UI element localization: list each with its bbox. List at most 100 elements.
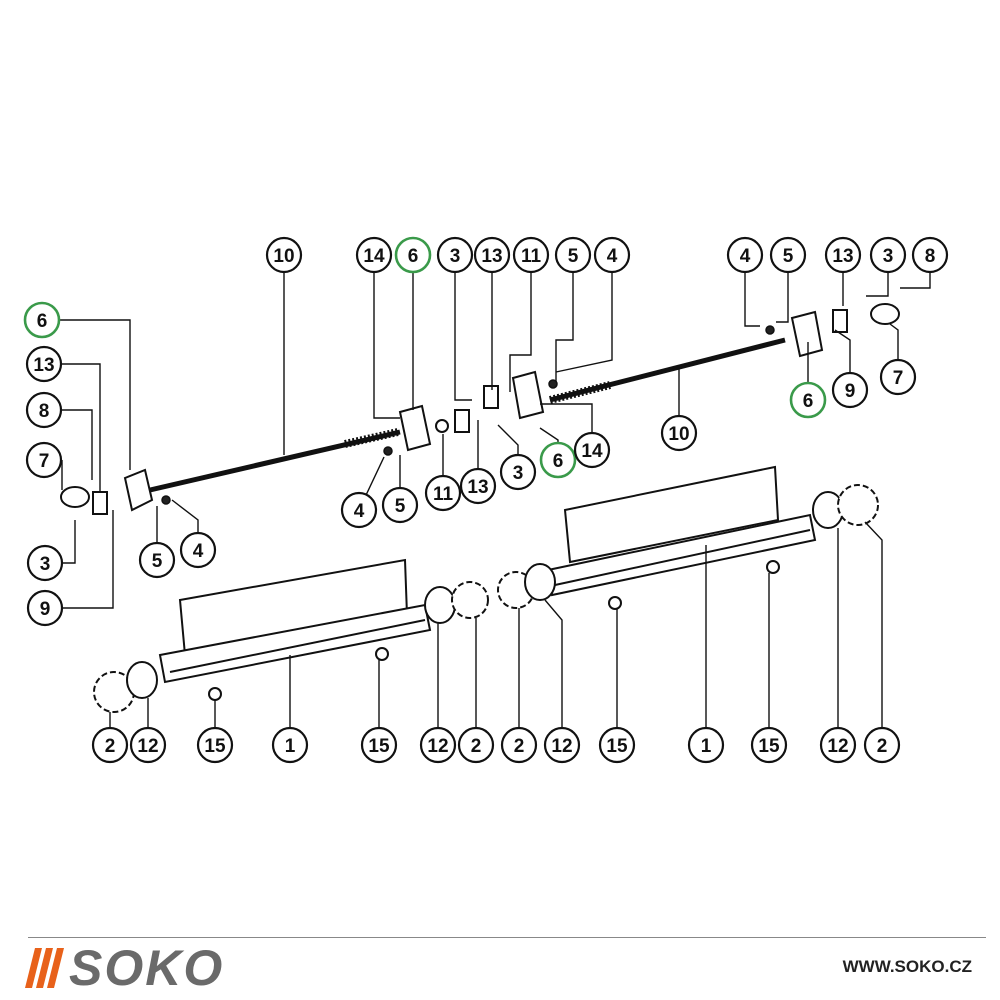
callout-7: 7 [879, 358, 917, 396]
callout-12: 12 [129, 726, 167, 764]
ring-2 [424, 586, 456, 624]
svg-text:15: 15 [204, 736, 226, 757]
svg-text:5: 5 [395, 496, 406, 517]
callout-5: 5 [769, 236, 807, 274]
svg-text:6: 6 [37, 311, 48, 332]
callout-14: 14 [355, 236, 393, 274]
svg-text:3: 3 [40, 554, 51, 575]
callout-3: 3 [26, 544, 64, 582]
fitting-1 [208, 687, 222, 701]
svg-text:11: 11 [433, 484, 454, 505]
svg-text:2: 2 [471, 736, 482, 757]
svg-text:2: 2 [105, 736, 116, 757]
plate-middle [454, 409, 470, 433]
fitting-3 [608, 596, 622, 610]
plate-middle-2 [483, 385, 499, 409]
callout-6-highlighted: 6 [539, 441, 577, 479]
svg-text:12: 12 [827, 736, 848, 757]
callout-8: 8 [25, 391, 63, 429]
nut-left [161, 495, 171, 505]
callout-12: 12 [819, 726, 857, 764]
svg-text:14: 14 [581, 441, 603, 462]
svg-text:4: 4 [193, 541, 204, 562]
callout-6-highlighted: 6 [789, 381, 827, 419]
exploded-parts-diagram: 10 14 6 3 13 11 5 4 4 5 13 3 8 6 13 8 7 … [23, 236, 949, 764]
svg-text:10: 10 [273, 246, 294, 267]
svg-text:9: 9 [40, 599, 51, 620]
ring-1 [126, 661, 158, 699]
svg-text:5: 5 [783, 246, 794, 267]
svg-text:15: 15 [368, 736, 390, 757]
svg-text:5: 5 [568, 246, 579, 267]
footer-divider [28, 937, 986, 938]
svg-text:7: 7 [893, 368, 904, 389]
svg-text:12: 12 [551, 736, 572, 757]
callout-2: 2 [863, 726, 901, 764]
svg-text:12: 12 [427, 736, 448, 757]
callout-7: 7 [25, 441, 63, 479]
callout-12: 12 [419, 726, 457, 764]
callout-4: 4 [179, 531, 217, 569]
callout-15: 15 [196, 726, 234, 764]
plate-right [832, 309, 848, 333]
cap-right [870, 303, 900, 325]
callout-11: 11 [512, 236, 550, 274]
callout-11: 11 [424, 474, 462, 512]
svg-text:8: 8 [925, 246, 936, 267]
svg-text:4: 4 [740, 246, 751, 267]
svg-text:6: 6 [803, 391, 814, 412]
nut-right [548, 379, 558, 389]
sprocket-4 [837, 484, 879, 526]
ring-3 [524, 563, 556, 601]
callout-5: 5 [554, 236, 592, 274]
svg-text:2: 2 [877, 736, 888, 757]
callout-8: 8 [911, 236, 949, 274]
callout-3: 3 [499, 453, 537, 491]
plate-left [92, 491, 108, 515]
bearing-block-left [123, 468, 154, 512]
svg-text:1: 1 [285, 736, 296, 757]
svg-text:7: 7 [39, 451, 50, 472]
bearing-block-right [790, 310, 824, 358]
callout-5: 5 [381, 486, 419, 524]
svg-text:3: 3 [450, 246, 461, 267]
svg-text:11: 11 [521, 246, 542, 267]
callout-4: 4 [726, 236, 764, 274]
rod-thread-left [344, 428, 399, 448]
callout-3: 3 [436, 236, 474, 274]
callout-13: 13 [25, 345, 63, 383]
callout-9: 9 [26, 589, 64, 627]
svg-text:3: 3 [513, 463, 524, 484]
svg-text:12: 12 [137, 736, 158, 757]
svg-text:15: 15 [758, 736, 780, 757]
bearing-block-middle-right [511, 370, 545, 420]
callout-3: 3 [869, 236, 907, 274]
svg-text:3: 3 [883, 246, 894, 267]
svg-text:13: 13 [832, 246, 853, 267]
sprocket-2 [451, 581, 489, 619]
callout-10: 10 [660, 414, 698, 452]
nut-middle [383, 446, 393, 456]
blade-right [563, 465, 780, 564]
callout-15: 15 [360, 726, 398, 764]
callout-13: 13 [459, 467, 497, 505]
svg-text:13: 13 [481, 246, 502, 267]
callout-13: 13 [824, 236, 862, 274]
callout-6-highlighted: 6 [394, 236, 432, 274]
svg-text:4: 4 [354, 501, 365, 522]
svg-text:13: 13 [467, 477, 488, 498]
svg-text:5: 5 [152, 551, 163, 572]
cap-left [60, 486, 90, 508]
nut-far-right [765, 325, 775, 335]
callout-12: 12 [543, 726, 581, 764]
website-url: WWW.SOKO.CZ [842, 957, 972, 976]
callout-6-highlighted: 6 [23, 301, 61, 339]
logo-bars-icon [25, 948, 64, 988]
callout-10: 10 [265, 236, 303, 274]
fitting-2 [375, 647, 389, 661]
callout-14: 14 [573, 431, 611, 469]
callout-2: 2 [91, 726, 129, 764]
callout-2: 2 [457, 726, 495, 764]
callout-1: 1 [687, 726, 725, 764]
bushing-middle [435, 419, 449, 433]
